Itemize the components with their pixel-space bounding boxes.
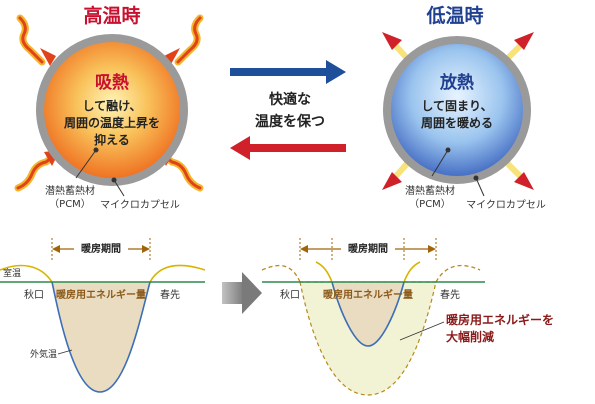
cold-capsule-pointer-line (475, 177, 485, 197)
cold-desc-line-1: して固まり、 (421, 99, 492, 113)
left-energy-label: 暖房用エネルギー量 (56, 288, 146, 301)
left-period-label: 暖房期間 (81, 242, 121, 255)
cold-pcm-pointer-line (431, 149, 449, 177)
right-spring-label: 春先 (440, 289, 460, 301)
cold-heading: 放熱 (439, 72, 474, 93)
pcm-pointer-dot (93, 147, 99, 153)
cold-capsule-pointer-dot (473, 175, 479, 181)
right-period-label: 暖房期間 (348, 242, 388, 255)
capsule-pointer-line (113, 179, 125, 197)
left-arrow-icon (230, 136, 346, 160)
right-arrow-icon (230, 60, 346, 84)
cold-pcm-label-1: 潜熱蓄熱材 (405, 184, 455, 197)
right-reduced-energy-area (332, 282, 404, 346)
cold-pcm-pointer-dot (445, 147, 451, 153)
right-energy-label: 暖房用エネルギー量 (323, 288, 413, 301)
right-outside-temp-curve (331, 281, 405, 347)
hot-desc-line-1: して融け、 (82, 98, 141, 113)
cold-desc-line-2: 周囲を暖める (421, 115, 493, 130)
pcm-pointer-line (75, 149, 97, 179)
heat-wave-icon (164, 14, 204, 66)
left-room-temp-label: 室温 (3, 267, 21, 279)
transition-arrow-icon (222, 272, 262, 314)
cold-pcm-label-2: （PCM） (409, 198, 451, 210)
hot-desc-line-3: 抑える (94, 132, 130, 147)
capsule-pointer-dot (111, 177, 117, 183)
hot-capsule (36, 34, 188, 186)
heat-wave-icon (16, 14, 56, 66)
reduction-label-2: 大幅削減 (446, 329, 494, 344)
left-graph: 暖房期間 室温 秋口 春先 暖房用エネルギー量 外気温 (0, 238, 206, 393)
right-graph: 暖房期間 秋口 春先 暖房用エネルギー量 暖房用エネルギーを 大幅削減 (261, 238, 554, 396)
cold-title: 低温時 (425, 4, 483, 27)
reduction-pointer (399, 321, 445, 341)
left-outside-temp-curve (51, 281, 151, 393)
hot-desc-line-2: 周囲の温度上昇を (64, 115, 160, 130)
left-energy-area (52, 282, 150, 392)
center-label-1: 快適な (269, 91, 311, 108)
hot-pcm-label-1: 潜熱蓄熱材 (45, 184, 95, 197)
left-autumn-label: 秋口 (24, 288, 44, 301)
cold-capsule-label: マイクロカプセル (466, 199, 546, 211)
hot-capsule-label: マイクロカプセル (100, 199, 180, 211)
reduction-label-1: 暖房用エネルギーを (446, 312, 554, 327)
left-seasonal-curve (0, 264, 206, 283)
hot-heading: 吸熱 (95, 72, 129, 93)
hot-title: 高温時 (83, 4, 140, 27)
left-spring-label: 春先 (160, 289, 180, 301)
cold-capsule (383, 36, 531, 184)
right-autumn-label: 秋口 (280, 288, 300, 301)
right-seasonal-curve (261, 264, 481, 283)
center-label-2: 温度を保つ (255, 113, 325, 130)
outside-temp-pointer (57, 349, 73, 355)
hot-pcm-label-2: （PCM） (49, 198, 91, 210)
left-outside-temp-label: 外気温 (30, 348, 57, 360)
right-seasonal-solid (315, 261, 421, 283)
